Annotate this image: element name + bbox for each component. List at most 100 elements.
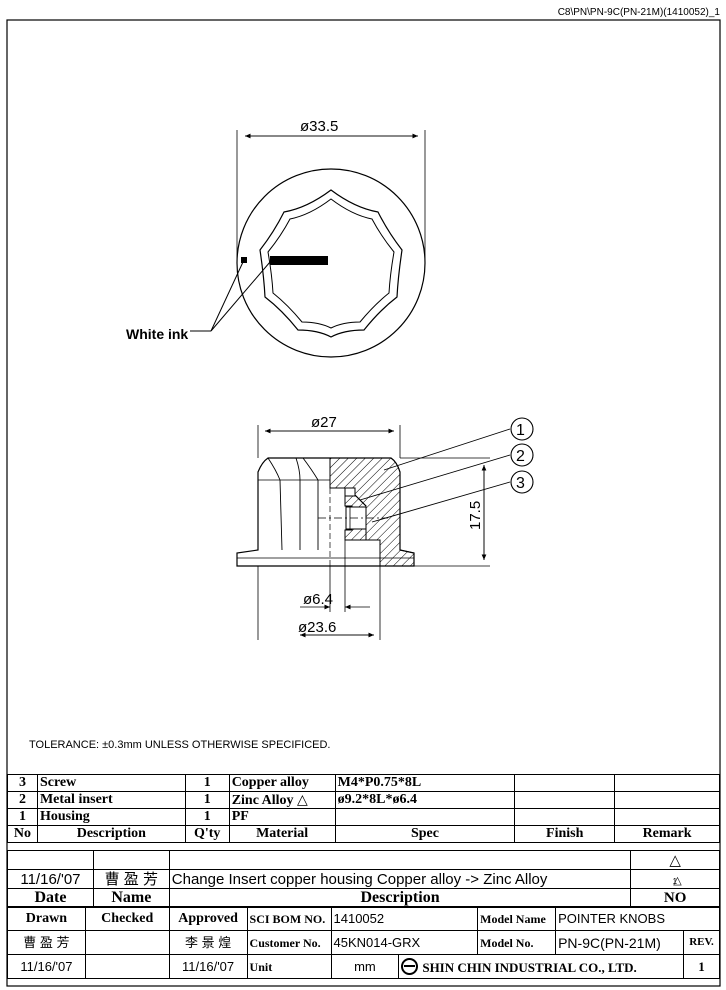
approved-name: 李 景 煌 bbox=[168, 930, 248, 955]
approved-label: Approved bbox=[168, 906, 248, 931]
revision-date bbox=[7, 850, 94, 870]
bom-finish bbox=[514, 808, 616, 826]
table-row: 曹 盈 芳 李 景 煌 Customer No. 45KN014-GRX Mod… bbox=[7, 930, 721, 955]
housing-section-hatch bbox=[329, 457, 415, 567]
bom-finish bbox=[514, 774, 616, 792]
bom-header-no: No bbox=[7, 825, 38, 843]
bom-qty: 1 bbox=[184, 808, 230, 826]
pointer-line bbox=[270, 256, 328, 265]
tolerance-note: TOLERANCE: ±0.3mm UNLESS OTHERWISE SPECI… bbox=[29, 739, 331, 751]
customer-value: 45KN014-GRX bbox=[330, 930, 479, 955]
revision-header-no: NO bbox=[630, 888, 720, 908]
revision-triangle-icon: △ bbox=[630, 850, 720, 870]
model-no-label: Model No. bbox=[477, 930, 557, 955]
knob-heptagon-inner bbox=[267, 198, 395, 329]
sci-bom-label: SCI BOM NO. bbox=[246, 906, 332, 931]
checked-name bbox=[84, 930, 170, 955]
bom-spec: ø9.2*8L*ø6.4 bbox=[334, 791, 516, 809]
revision-mark: △1 bbox=[630, 869, 720, 889]
bom-no: 3 bbox=[7, 774, 38, 792]
bom-header-remark: Remark bbox=[614, 825, 720, 843]
rev-label: REV. bbox=[682, 930, 721, 955]
bom-header-finish: Finish bbox=[514, 825, 616, 843]
svg-text:2: 2 bbox=[516, 448, 525, 465]
drawn-name: 曹 盈 芳 bbox=[7, 930, 86, 955]
sci-bom-value: 1410052 bbox=[330, 906, 479, 931]
sheet-border bbox=[6, 19, 721, 987]
dim-outer-diameter: ø33.5 bbox=[300, 118, 338, 135]
top-view: ø33.5 White ink bbox=[126, 118, 426, 358]
balloon-2: 2 bbox=[510, 443, 534, 467]
revision-header-row: Date Name Description NO bbox=[7, 888, 720, 908]
customer-label: Customer No. bbox=[246, 930, 332, 955]
dim-bore-diameter: ø6.4 bbox=[303, 591, 333, 608]
bom-description: Metal insert bbox=[36, 791, 186, 809]
table-row: 11/16/'07 11/16/'07 Unit mm SHIN CHIN IN… bbox=[7, 954, 721, 979]
bom-material: Zinc Alloy △ bbox=[228, 791, 336, 809]
checked-label: Checked bbox=[84, 906, 170, 931]
bom-material: Copper alloy bbox=[228, 774, 336, 792]
revision-description: Change Insert copper housing Copper allo… bbox=[168, 869, 632, 889]
bom-header-qty: Q'ty bbox=[184, 825, 230, 843]
balloon-1: 1 bbox=[510, 417, 534, 441]
knob-outer-circle bbox=[236, 168, 426, 358]
svg-text:1: 1 bbox=[516, 422, 525, 439]
unit-label: Unit bbox=[246, 954, 332, 979]
bom-remark bbox=[614, 774, 720, 792]
svg-text:3: 3 bbox=[516, 475, 525, 492]
table-row: Drawn Checked Approved SCI BOM NO. 14100… bbox=[7, 906, 720, 931]
drawn-label: Drawn bbox=[7, 906, 86, 931]
unit-value: mm bbox=[330, 954, 400, 979]
bom-header-row: No Description Q'ty Material Spec Finish… bbox=[7, 825, 720, 843]
company-name: SHIN CHIN INDUSTRIAL CO., LTD. bbox=[398, 954, 684, 979]
bom-finish bbox=[514, 791, 616, 809]
revision-date: 11/16/'07 bbox=[7, 869, 94, 889]
table-row: △ bbox=[7, 850, 720, 870]
revision-header-description: Description bbox=[168, 888, 632, 908]
model-name-label: Model Name bbox=[477, 906, 557, 931]
title-block: Drawn Checked Approved SCI BOM NO. 14100… bbox=[7, 906, 721, 979]
model-no-value: PN-9C(PN-21M) bbox=[555, 930, 684, 955]
bom-header-description: Description bbox=[36, 825, 186, 843]
dim-top-diameter: ø27 bbox=[311, 414, 337, 431]
bom-description: Housing bbox=[36, 808, 186, 826]
side-view: ø27 17.5 ø6.4 ø23.6 1 bbox=[236, 414, 534, 640]
revision-header-name: Name bbox=[92, 888, 170, 908]
bom-no: 2 bbox=[7, 791, 38, 809]
bom-table: 3 Screw 1 Copper alloy M4*P0.75*8L 2 Met… bbox=[7, 774, 720, 843]
bom-header-spec: Spec bbox=[334, 825, 516, 843]
document-id: C8\PN\PN-9C(PN-21M)(1410052)_1 bbox=[557, 7, 720, 18]
model-name-value: POINTER KNOBS bbox=[555, 906, 720, 931]
revision-name: 曹 盈 芳 bbox=[92, 869, 170, 889]
rev-value: 1 bbox=[682, 954, 721, 979]
drawn-date: 11/16/'07 bbox=[7, 954, 86, 979]
table-row: 2 Metal insert 1 Zinc Alloy △ ø9.2*8L*ø6… bbox=[7, 791, 720, 809]
bom-spec: M4*P0.75*8L bbox=[334, 774, 516, 792]
balloon-3: 3 bbox=[510, 470, 534, 494]
bom-description: Screw bbox=[36, 774, 186, 792]
white-ink-callout: White ink bbox=[126, 326, 188, 342]
company-logo-icon bbox=[401, 958, 419, 975]
knob-heptagon-outer bbox=[259, 189, 403, 338]
table-row: 1 Housing 1 PF bbox=[7, 808, 720, 826]
bom-remark bbox=[614, 791, 720, 809]
table-row: 3 Screw 1 Copper alloy M4*P0.75*8L bbox=[7, 774, 720, 792]
bom-spec bbox=[334, 808, 516, 826]
bom-qty: 1 bbox=[184, 774, 230, 792]
bom-header-material: Material bbox=[228, 825, 336, 843]
pointer-dot bbox=[241, 257, 247, 263]
revision-description bbox=[168, 850, 632, 870]
checked-date bbox=[84, 954, 170, 979]
dim-base-diameter: ø23.6 bbox=[298, 619, 336, 636]
bom-material: PF bbox=[228, 808, 336, 826]
revision-name bbox=[92, 850, 170, 870]
table-row: 11/16/'07 曹 盈 芳 Change Insert copper hou… bbox=[7, 869, 720, 889]
dim-height: 17.5 bbox=[467, 501, 484, 530]
revision-triangle-icon: △ bbox=[297, 791, 308, 807]
revision-table: △ 11/16/'07 曹 盈 芳 Change Insert copper h… bbox=[7, 850, 720, 908]
bom-no: 1 bbox=[7, 808, 38, 826]
revision-header-date: Date bbox=[7, 888, 94, 908]
bom-remark bbox=[614, 808, 720, 826]
